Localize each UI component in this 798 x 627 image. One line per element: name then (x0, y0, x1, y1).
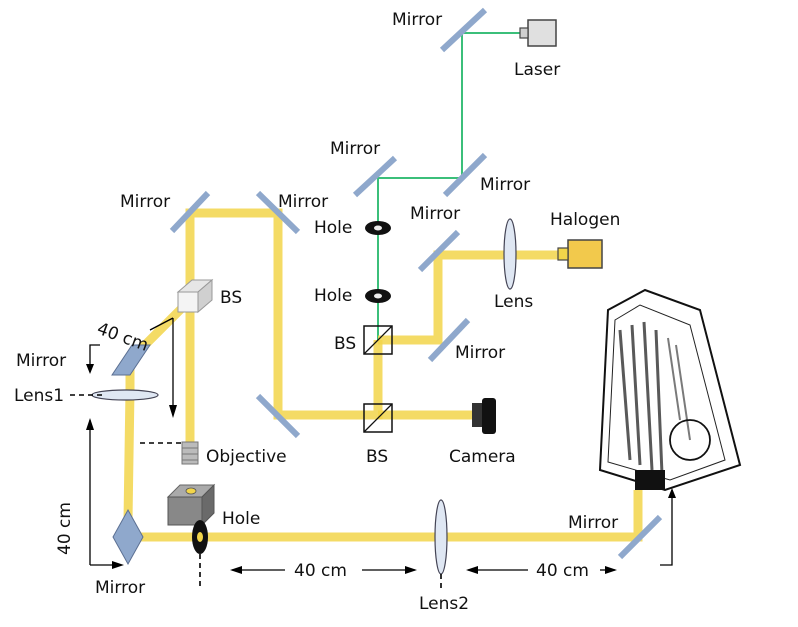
instrument-arrow (660, 490, 673, 566)
hole-bottom-icon (192, 520, 208, 554)
bs-bottom-icon (363, 403, 393, 433)
halogen-beam (378, 250, 560, 345)
label-lens1: Lens1 (14, 386, 64, 406)
laser-icon (519, 19, 557, 47)
dim-bottom-right-arrowhead-r (605, 566, 617, 574)
mirror-right-bs (427, 317, 471, 363)
label-mirror-topleft: Mirror (120, 192, 170, 212)
label-bs-bottom: BS (366, 447, 388, 467)
mirror-left-arrow (89, 344, 100, 372)
label-hole-bottom: Hole (222, 509, 260, 529)
mirror-topleft (169, 190, 211, 234)
lens-halogen (503, 218, 517, 290)
camera-icon (472, 398, 496, 434)
dim-bottom-left-arrowhead-l (230, 566, 242, 574)
label-dist-bottom-left: 40 cm (294, 561, 347, 581)
label-objective: Objective (206, 447, 287, 467)
dim-diagonal-arrowhead (169, 405, 177, 418)
label-mirror-green-left: Mirror (330, 139, 380, 159)
dim-bottom-right-arrowhead-l (466, 566, 478, 574)
label-mirror-bottom-left: Mirror (95, 578, 145, 598)
mirror-lower-left (255, 393, 301, 439)
label-bs-top: BS (334, 334, 356, 354)
label-mirror-green-right: Mirror (480, 175, 530, 195)
label-mirror-right-bs: Mirror (455, 343, 505, 363)
label-mirror-left: Mirror (16, 351, 66, 371)
label-hole-top: Hole (314, 218, 352, 238)
mirror-halogen (417, 229, 461, 273)
label-laser: Laser (514, 60, 560, 80)
hole-mid-icon (365, 289, 391, 303)
mirror-bottom-right (617, 514, 663, 560)
label-dist-diag: 40 cm (94, 319, 151, 356)
mirror-left-arrowhead (86, 364, 94, 374)
bs-top-icon (363, 325, 393, 355)
label-lens2: Lens2 (419, 594, 469, 614)
instrument-box-icon (598, 288, 742, 492)
mirror-bottom-left-prism (112, 508, 144, 566)
label-hole-mid: Hole (314, 286, 352, 306)
bs-upper-cube-icon (176, 278, 214, 314)
label-mirror-halogen: Mirror (410, 204, 460, 224)
label-mirror-top: Mirror (392, 10, 442, 30)
mirror-left-prism (111, 344, 151, 376)
label-halogen: Halogen (550, 210, 620, 230)
instrument-arrowhead (668, 488, 676, 498)
label-mirror-bottom-right: Mirror (568, 513, 618, 533)
mirrors (169, 7, 663, 560)
dim-bottom-left-arrowhead-r (405, 566, 417, 574)
halogen-lamp-icon (557, 239, 603, 269)
mirror-top (439, 7, 488, 53)
label-dist-bottom-right: 40 cm (536, 561, 589, 581)
label-camera: Camera (449, 447, 516, 467)
dim-vertical-arrowhead (86, 418, 94, 430)
label-mirror-topmid: Mirror (278, 192, 328, 212)
lens2-icon (434, 499, 448, 575)
hole-top-icon (365, 221, 391, 235)
dim-vertical-foot-arrowhead (112, 561, 124, 569)
label-bs-upper: BS (220, 288, 242, 308)
mirror-topmid (255, 190, 301, 235)
sample-cube-icon (166, 483, 216, 527)
main-beam-path (185, 208, 383, 445)
label-dist-vertical: 40 cm (55, 502, 75, 555)
dim-diagonal-side (149, 317, 174, 331)
label-lens-halogen: Lens (494, 292, 533, 312)
mirror-green-left (352, 155, 398, 198)
mirror-green-right (442, 152, 488, 198)
objective-icon (181, 441, 199, 465)
